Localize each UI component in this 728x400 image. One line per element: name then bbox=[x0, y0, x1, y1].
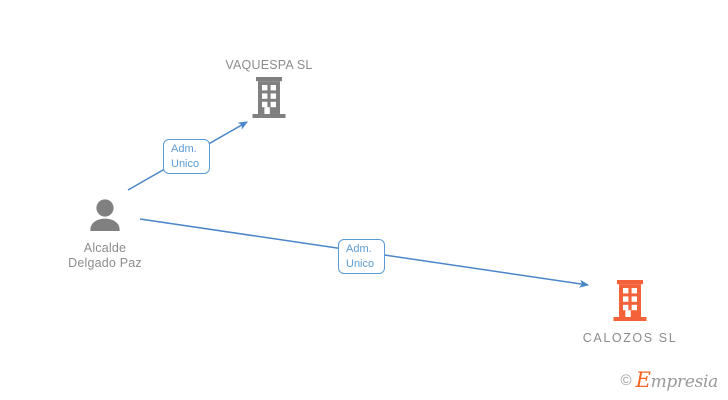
node-person-label: Alcalde Delgado Paz bbox=[68, 241, 142, 270]
node-calozos[interactable]: CALOZOS SL bbox=[555, 280, 705, 346]
brand-wordmark: Empresia bbox=[635, 368, 719, 392]
brand-rest: mpresia bbox=[650, 372, 719, 392]
building-icon bbox=[612, 280, 648, 327]
watermark: © Empresia bbox=[620, 368, 719, 392]
node-person[interactable]: Alcalde Delgado Paz bbox=[30, 198, 180, 271]
edge-label-adm-unico-calozos[interactable]: Adm. Unico bbox=[338, 239, 385, 274]
copyright-icon: © bbox=[620, 371, 632, 389]
node-calozos-label: CALOZOS SL bbox=[582, 331, 678, 345]
node-vaquespa-label: VAQUESPA SL bbox=[225, 58, 313, 72]
node-vaquespa[interactable]: VAQUESPA SL bbox=[194, 58, 344, 124]
edge-label-adm-unico-vaquespa[interactable]: Adm. Unico bbox=[163, 139, 210, 174]
person-icon bbox=[85, 198, 125, 237]
brand-initial: E bbox=[635, 368, 651, 392]
building-icon bbox=[251, 77, 287, 124]
